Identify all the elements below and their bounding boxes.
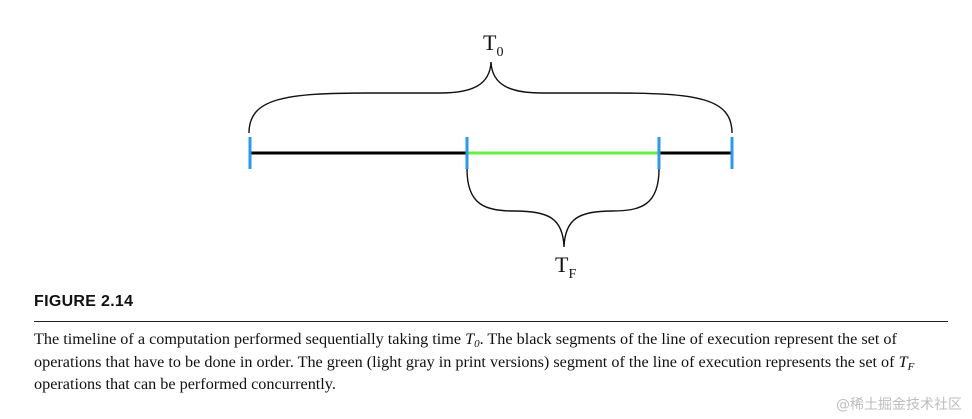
watermark: @稀土掘金技术社区: [836, 397, 962, 413]
caption-divider: [34, 321, 948, 322]
caption-t0-symbol: T0: [465, 330, 480, 350]
concurrent-time-label: TF: [555, 252, 576, 282]
caption-text-part2: . The black segments of the line of exec…: [34, 330, 899, 371]
total-time-brace: [248, 61, 733, 134]
figure-label: FIGURE 2.14: [34, 293, 134, 310]
caption-text-part3: operations that can be performed concurr…: [34, 375, 336, 393]
concurrent-time-brace: [466, 168, 660, 248]
timeline-diagram: T0 TF: [248, 30, 734, 282]
caption-tf-symbol: TF: [898, 352, 915, 373]
total-time-label: T0: [483, 30, 503, 60]
caption-text-part1: The timeline of a computation performed …: [34, 330, 466, 348]
figure-caption: The timeline of a computation performed …: [34, 328, 940, 396]
